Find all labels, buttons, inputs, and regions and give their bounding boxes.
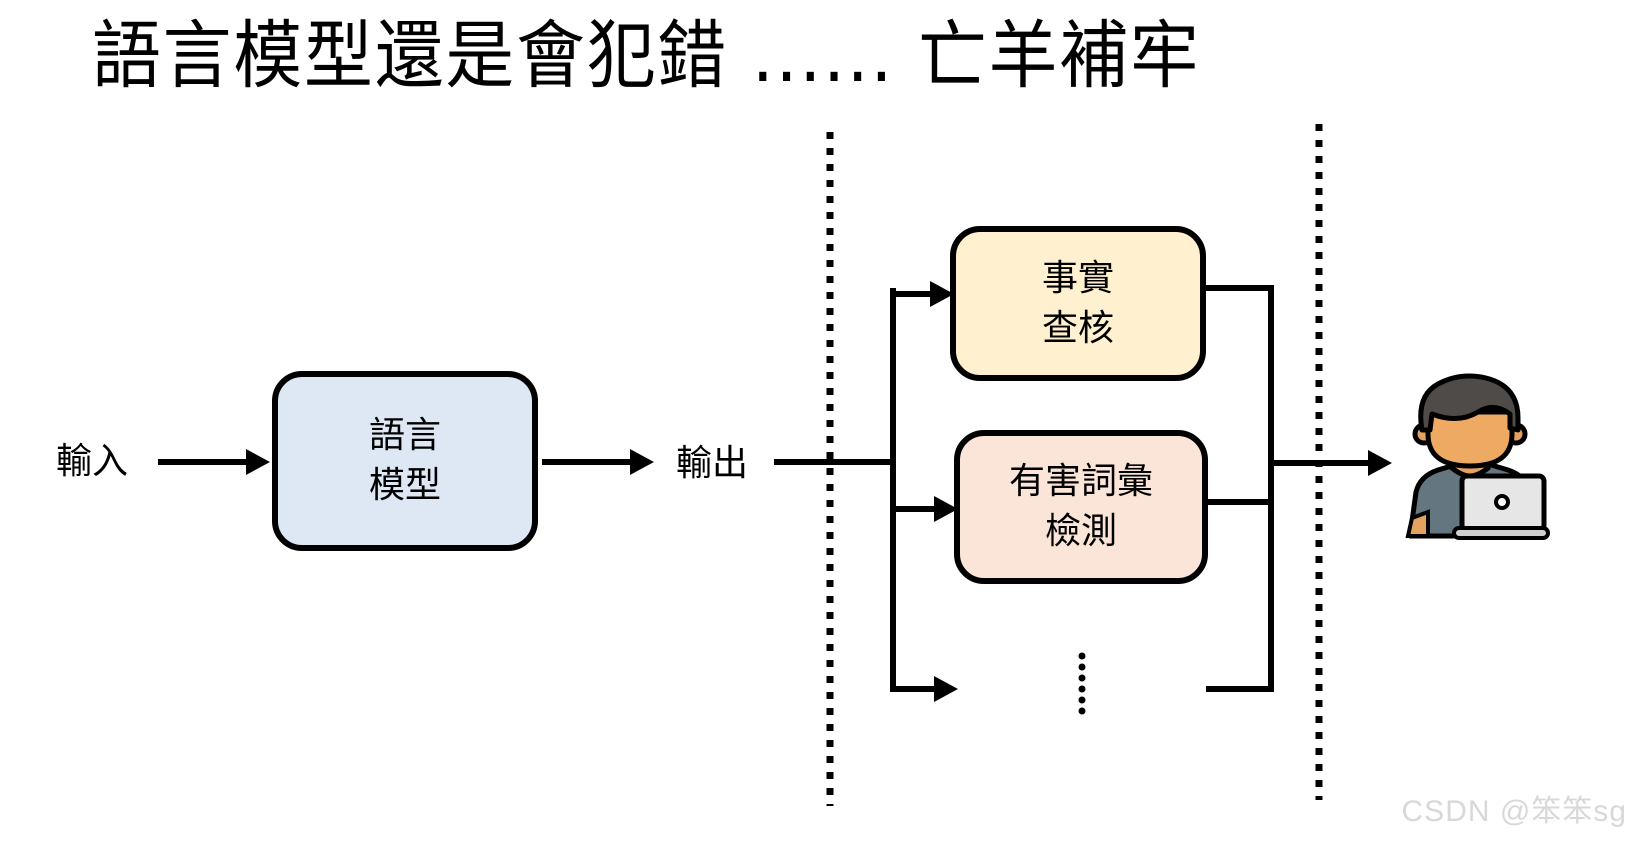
toxic-detect-line2: 檢測: [1044, 511, 1117, 552]
input-label: 輸入: [56, 441, 129, 482]
fact-check-line2: 查核: [1041, 307, 1114, 349]
fact-check-line1: 事實: [1041, 257, 1114, 299]
language-model-line1: 語言: [368, 415, 441, 456]
branch-merger: [1206, 285, 1392, 692]
branch-splitter: [774, 281, 958, 702]
language-model-line2: 模型: [368, 465, 441, 506]
toxic-word-detection-box: 有害詞彙 檢測: [954, 430, 1208, 584]
arrow-input-to-model: [158, 449, 270, 475]
slide-title: 語言模型還是會犯錯 ...... 亡羊補牢: [92, 13, 1201, 99]
fact-check-box: 事實 查核: [950, 226, 1206, 381]
watermark: CSDN @笨笨sg: [1401, 795, 1627, 828]
output-label: 輸出: [676, 443, 749, 484]
user-with-laptop-icon: [1405, 373, 1550, 540]
language-model-box: 語言 模型: [272, 371, 538, 551]
more-checks-ellipsis: [1078, 652, 1086, 715]
toxic-detect-line1: 有害詞彙: [1008, 461, 1153, 502]
arrow-model-to-output: [542, 449, 654, 475]
